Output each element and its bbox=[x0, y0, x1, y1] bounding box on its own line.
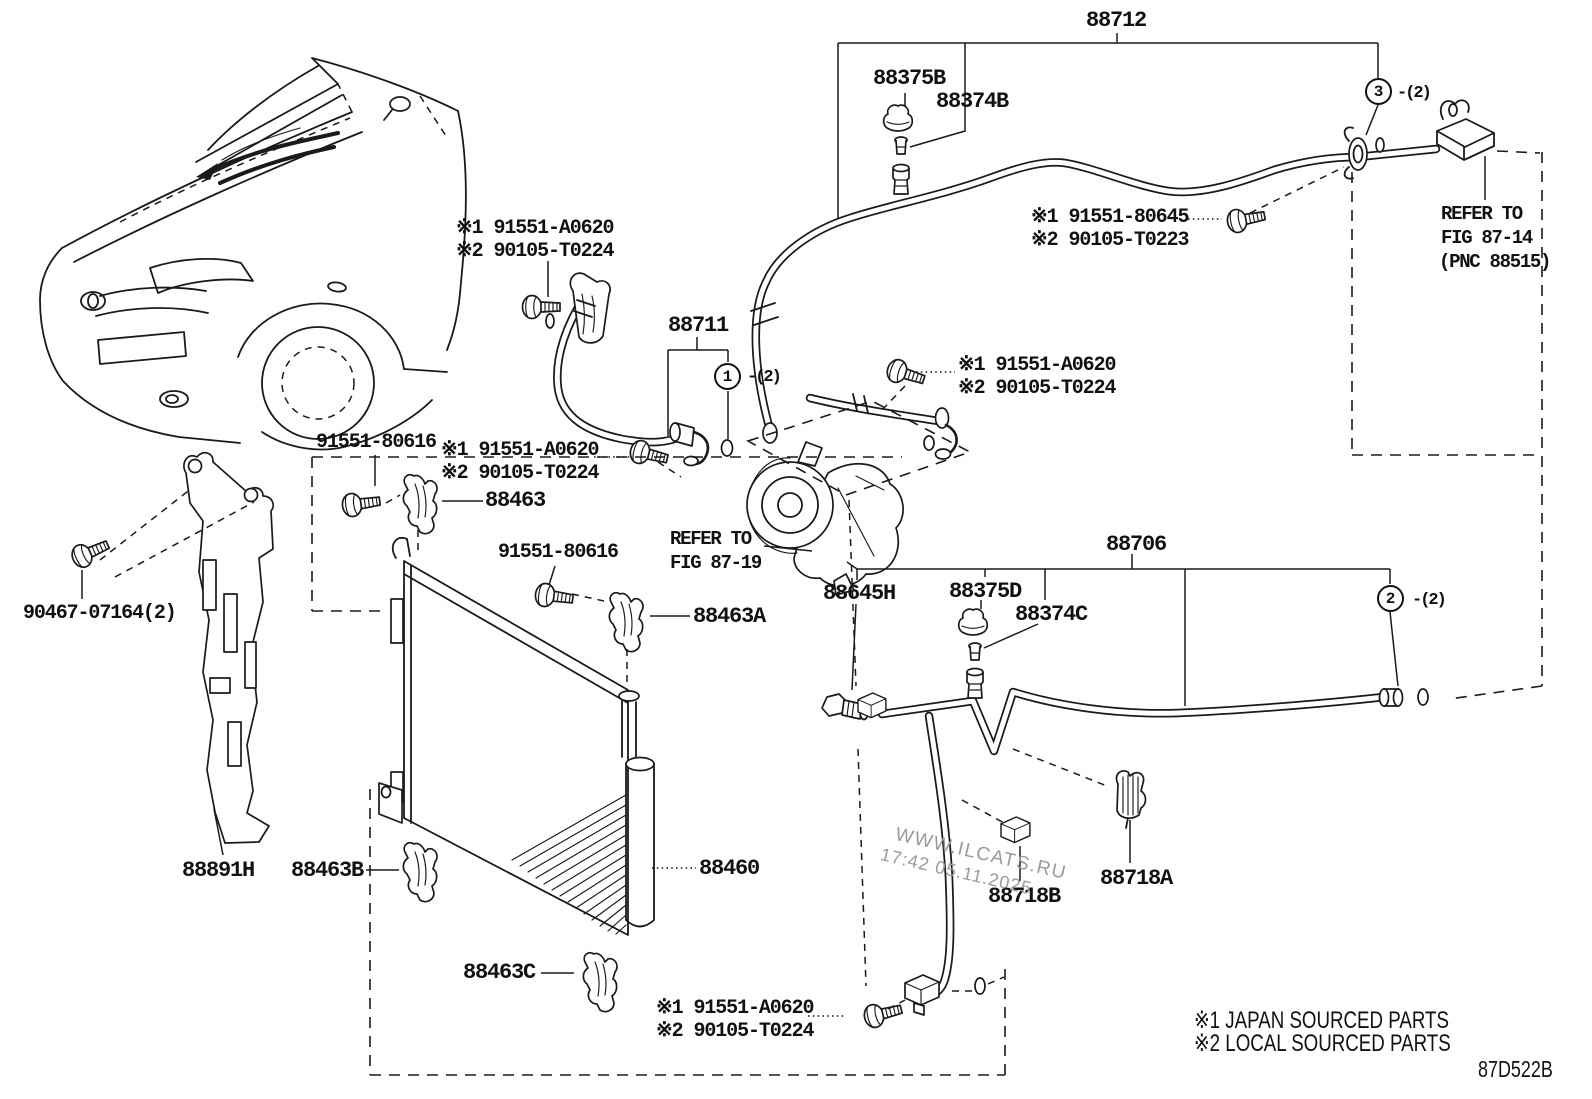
bolt-icon bbox=[861, 997, 905, 1031]
callout-number: 2 bbox=[1385, 589, 1396, 608]
fastener-note: ※2 90105-T0223 bbox=[1031, 229, 1189, 252]
fastener-note: 91551-80616 bbox=[498, 541, 619, 564]
fastener-note: ※2 90105-T0224 bbox=[441, 462, 599, 485]
clamp-88718a-icon bbox=[1115, 770, 1147, 829]
bolt-icon bbox=[883, 356, 929, 392]
callout-qty: -(2) bbox=[747, 368, 782, 387]
clamp-88463c-icon bbox=[582, 951, 618, 1013]
pipe-bottom-block-icon bbox=[904, 974, 940, 1016]
core-88374b-icon bbox=[894, 136, 908, 155]
part-label-88463: 88463 bbox=[485, 488, 546, 513]
core-88374c-icon bbox=[968, 642, 982, 661]
callout-number: 3 bbox=[1373, 82, 1384, 101]
legend-japan-sourced: ※1 JAPAN SOURCED PARTS bbox=[1194, 1007, 1449, 1034]
pipe-88712 bbox=[751, 144, 1441, 435]
compressor-drawing bbox=[746, 441, 904, 596]
part-label-88375b: 88375B bbox=[873, 66, 946, 91]
legend-local-sourced: ※2 LOCAL SOURCED PARTS bbox=[1194, 1030, 1451, 1057]
fitting-88711-icon bbox=[669, 422, 734, 467]
part-label-88645h: 88645H bbox=[823, 581, 896, 606]
callout-circle-3: 3 bbox=[1365, 78, 1392, 105]
service-valve-icon bbox=[966, 667, 984, 699]
charge-valve-icon bbox=[892, 163, 910, 195]
bolt-icon bbox=[533, 581, 576, 612]
fitting-discharge-icon bbox=[852, 393, 958, 460]
clamp-88463a-icon bbox=[608, 591, 644, 653]
fastener-note: ※1 91551-A0620 bbox=[441, 439, 599, 462]
part-label-88711: 88711 bbox=[668, 313, 729, 338]
callout-number: 1 bbox=[722, 367, 733, 386]
drawing-code: 87D522B bbox=[1478, 1056, 1553, 1082]
part-label-88375d: 88375D bbox=[949, 579, 1022, 604]
callout-circle-2: 2 bbox=[1377, 585, 1404, 612]
cap-88375d-icon bbox=[957, 608, 989, 636]
part-label-88374c: 88374C bbox=[1015, 602, 1088, 627]
fastener-note: ※2 90105-T0224 bbox=[456, 240, 614, 263]
refer-note-fig87-14: REFER TO bbox=[1441, 203, 1523, 225]
car-sketch bbox=[39, 57, 467, 451]
fitting-fig87-14-icon bbox=[1436, 99, 1495, 161]
callout-qty: -(2) bbox=[1397, 84, 1432, 103]
fastener-note: 91551-80616 bbox=[316, 431, 437, 454]
bolt-icon bbox=[1224, 203, 1268, 235]
part-label-88718a: 88718A bbox=[1100, 866, 1173, 891]
fastener-note: ※2 90105-T0224 bbox=[958, 377, 1116, 400]
part-label-88718b: 88718B bbox=[988, 884, 1061, 909]
part-label-88463a: 88463A bbox=[693, 604, 766, 629]
hose-discharge bbox=[805, 393, 943, 426]
bolt-icon bbox=[340, 488, 383, 519]
part-label-88891h: 88891H bbox=[182, 858, 255, 883]
pipe-end-88706-icon bbox=[1378, 688, 1429, 707]
fastener-note: ※1 91551-A0620 bbox=[456, 217, 614, 240]
fastener-note: ※1 91551-A0620 bbox=[958, 354, 1116, 377]
part-label-88463c: 88463C bbox=[463, 960, 536, 985]
callout-circle-1: 1 bbox=[714, 363, 741, 390]
leader-lines bbox=[81, 33, 1486, 1017]
fastener-note: ※1 91551-A0620 bbox=[656, 997, 814, 1020]
part-label-88374b: 88374B bbox=[936, 89, 1009, 114]
callout-qty: -(2) bbox=[1412, 591, 1447, 610]
bolt-icon bbox=[67, 533, 114, 572]
fastener-note: ※2 90105-T0224 bbox=[656, 1020, 814, 1043]
part-label-88712: 88712 bbox=[1086, 8, 1147, 33]
refer-note-fig87-19: FIG 87-19 bbox=[670, 552, 762, 574]
part-label-88463b: 88463B bbox=[291, 858, 364, 883]
hose-88711 bbox=[553, 291, 686, 447]
clamp-88463-icon bbox=[402, 473, 438, 535]
dashed-lines bbox=[99, 150, 1543, 1076]
refer-note-fig87-14: (PNC 88515) bbox=[1439, 251, 1551, 273]
refer-note-fig87-14: FIG 87-14 bbox=[1441, 227, 1533, 249]
bracket-88891h-drawing bbox=[183, 451, 274, 844]
hose-clip-icon bbox=[545, 272, 611, 344]
fastener-note: ※1 91551-80645 bbox=[1031, 206, 1189, 229]
part-label-88706: 88706 bbox=[1106, 532, 1167, 557]
fittings-and-fasteners bbox=[67, 99, 1495, 1031]
part-label-88460: 88460 bbox=[699, 856, 760, 881]
clamp-88718b-icon bbox=[1000, 816, 1031, 844]
condenser-drawing bbox=[378, 536, 655, 936]
cap-88375b-icon bbox=[882, 104, 914, 132]
grommet-icon bbox=[1343, 126, 1368, 180]
fastener-note: 90467-07164(2) bbox=[23, 602, 177, 625]
clamp-88463b-icon bbox=[402, 841, 438, 903]
refer-note-fig87-19: REFER TO bbox=[670, 528, 752, 550]
bolt-icon bbox=[521, 294, 561, 320]
